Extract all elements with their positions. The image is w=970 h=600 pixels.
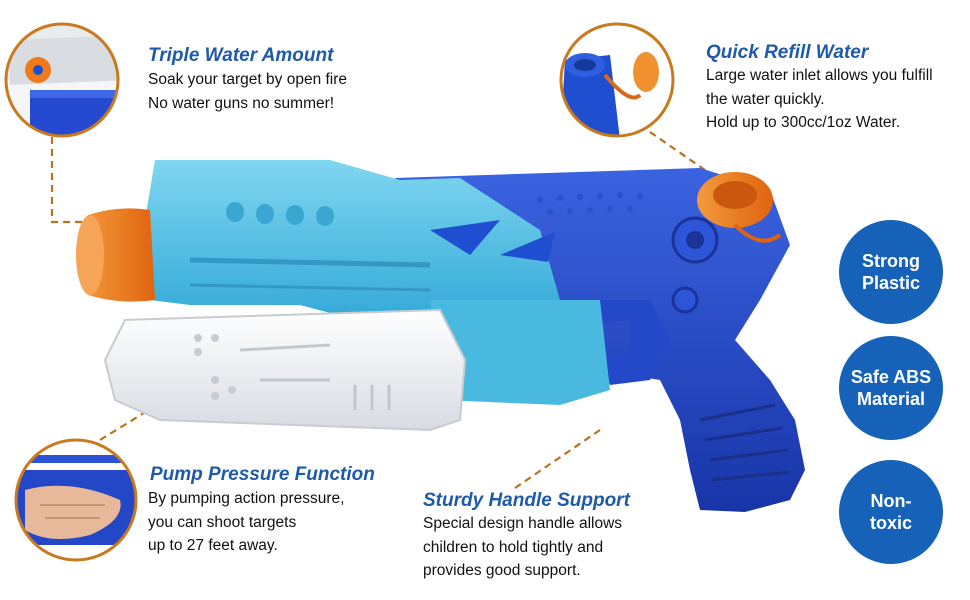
triple-water-closeup: [4, 22, 120, 138]
quick-refill-line-3: Hold up to 300cc/1oz Water.: [706, 114, 901, 131]
quick-refill-closeup: [559, 22, 675, 138]
quick-refill-title: Quick Refill Water: [706, 42, 869, 63]
sturdy-handle-title: Sturdy Handle Support: [423, 490, 630, 511]
sturdy-handle-line-1: Special design handle allows: [423, 515, 623, 532]
pump-pressure-line-1: By pumping action pressure,: [148, 490, 345, 507]
badge-non-toxic-line-1: Non-: [870, 491, 912, 511]
sturdy-handle-line-2: children to hold tightly and: [423, 539, 604, 556]
badge-safe-abs-line-2: Material: [856, 389, 925, 409]
badge-strong-plastic: Strong Plastic: [839, 220, 943, 324]
pump-pressure-line-2: you can shoot targets: [148, 514, 297, 531]
quick-refill-line-1: Large water inlet allows you fulfill: [706, 67, 933, 84]
badge-safe-abs-line-1: Safe ABS: [850, 367, 932, 387]
pump-pressure-title: Pump Pressure Function: [150, 464, 375, 485]
pump-pressure-line-3: up to 27 feet away.: [148, 537, 278, 554]
badge-safe-abs: Safe ABS Material: [839, 336, 943, 440]
sturdy-handle-line-3: provides good support.: [423, 562, 581, 579]
triple-water-line-2: No water guns no summer!: [148, 95, 335, 112]
quick-refill-line-2: the water quickly.: [706, 91, 825, 108]
pump-pressure-closeup: [14, 438, 138, 562]
badge-strong-plastic-line-1: Strong: [861, 251, 920, 271]
triple-water-line-1: Soak your target by open fire: [148, 71, 348, 88]
badge-strong-plastic-line-2: Plastic: [861, 273, 921, 293]
water-gun: [76, 160, 805, 512]
badge-non-toxic-line-2: toxic: [869, 513, 912, 533]
badge-non-toxic: Non- toxic: [839, 460, 943, 564]
triple-water-title: Triple Water Amount: [148, 45, 334, 66]
